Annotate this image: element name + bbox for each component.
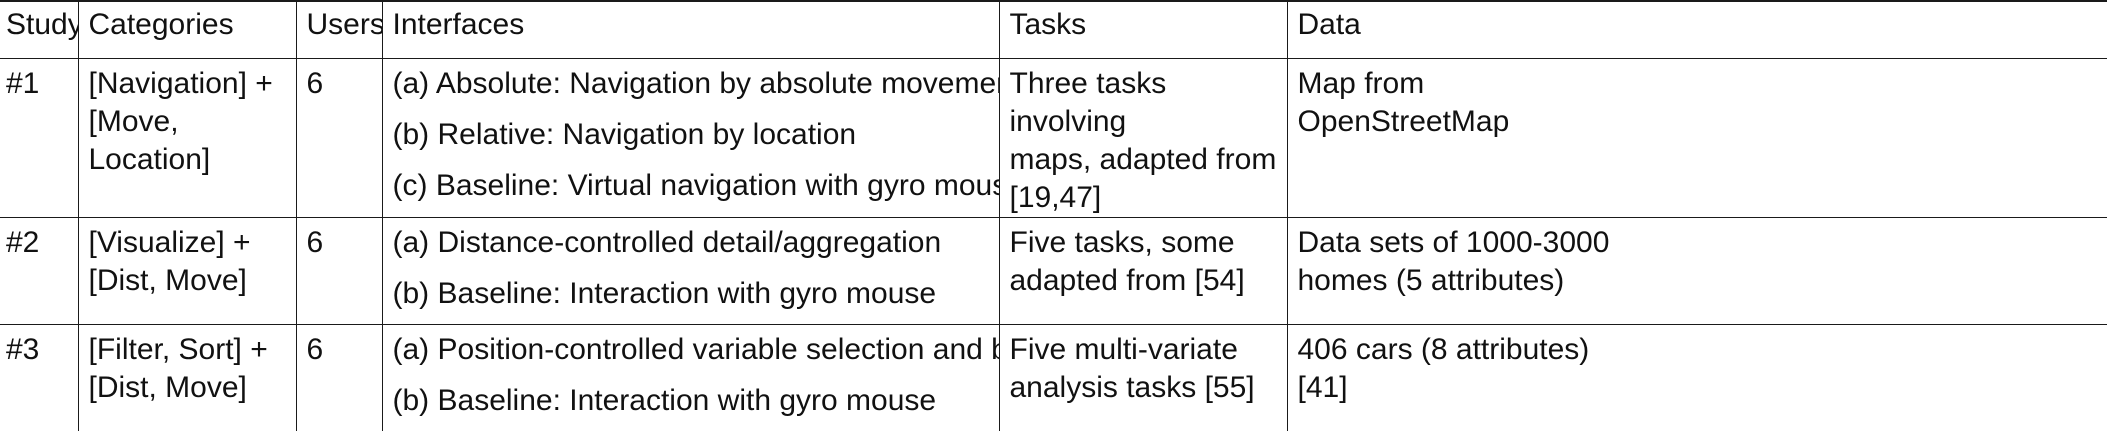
table-row: #2 [Visualize] + [Dist, Move] 6 (a) Dist…: [0, 217, 2107, 325]
tasks-line: [19,47]: [1009, 181, 1102, 214]
interfaces-cell: (a) Absolute: Navigation by absolute mov…: [381, 58, 1000, 218]
users-cell: 6: [295, 217, 383, 325]
categories-line: [Filter, Sort] +: [88, 333, 268, 366]
data-cell: Map from OpenStreetMap: [1286, 58, 2107, 218]
categories-line: [Navigation] +: [88, 67, 273, 100]
interface-item: (b) Baseline: Interaction with gyro mous…: [392, 384, 937, 417]
tasks-cell: Five tasks, some adapted from [54]: [998, 217, 1288, 325]
interfaces-cell: (a) Position-controlled variable selecti…: [381, 324, 1000, 431]
column-header-study: Study: [0, 0, 79, 59]
tasks-line: Five tasks, some: [1009, 226, 1235, 259]
data-line: homes (5 attributes): [1297, 264, 1565, 297]
column-header-data: Data: [1286, 0, 2107, 59]
column-header-categories: Categories: [77, 0, 297, 59]
study-cell: #3: [0, 324, 79, 431]
study-table: Study Categories Users Interfaces Tasks …: [0, 0, 2107, 431]
categories-cell: [Visualize] + [Dist, Move]: [77, 217, 297, 325]
interface-item: (b) Baseline: Interaction with gyro mous…: [392, 277, 937, 310]
data-cell: 406 cars (8 attributes) [41]: [1286, 324, 2107, 431]
tasks-line: maps, adapted from: [1009, 143, 1277, 176]
data-line: OpenStreetMap: [1297, 105, 1510, 138]
interface-item: (c) Baseline: Virtual navigation with gy…: [392, 169, 999, 202]
tasks-line: Three tasks involving: [1009, 67, 1167, 138]
interface-item: (b) Relative: Navigation by location: [392, 118, 857, 151]
data-line: 406 cars (8 attributes): [1297, 333, 1590, 366]
users-cell: 6: [295, 324, 383, 431]
tasks-line: analysis tasks [55]: [1009, 371, 1255, 404]
categories-line: [Visualize] +: [88, 226, 251, 259]
table-row: #3 [Filter, Sort] + [Dist, Move] 6 (a) P…: [0, 324, 2107, 431]
study-cell: #2: [0, 217, 79, 325]
data-line: Map from: [1297, 67, 1425, 100]
categories-line: [Dist, Move]: [88, 264, 247, 297]
column-header-tasks: Tasks: [998, 0, 1288, 59]
interface-item: (a) Absolute: Navigation by absolute mov…: [392, 67, 999, 100]
tasks-cell: Five multi-variate analysis tasks [55]: [998, 324, 1288, 431]
users-cell: 6: [295, 58, 383, 218]
interface-item: (a) Position-controlled variable selecti…: [392, 333, 999, 366]
table-row: #1 [Navigation] + [Move, Location] 6 (a)…: [0, 58, 2107, 218]
column-header-users: Users: [295, 0, 383, 59]
header-row: Study Categories Users Interfaces Tasks …: [0, 0, 2107, 59]
tasks-cell: Three tasks involving maps, adapted from…: [998, 58, 1288, 218]
column-header-interfaces: Interfaces: [381, 0, 1000, 59]
data-line: Data sets of 1000-3000: [1297, 226, 1610, 259]
categories-line: [Dist, Move]: [88, 371, 247, 404]
interfaces-cell: (a) Distance-controlled detail/aggregati…: [381, 217, 1000, 325]
interface-item: (a) Distance-controlled detail/aggregati…: [392, 226, 942, 259]
study-cell: #1: [0, 58, 79, 218]
tasks-line: Five multi-variate: [1009, 333, 1238, 366]
data-line: [41]: [1297, 371, 1348, 404]
categories-cell: [Navigation] + [Move, Location]: [77, 58, 297, 218]
tasks-line: adapted from [54]: [1009, 264, 1245, 297]
categories-line: [Move, Location]: [88, 105, 211, 176]
data-cell: Data sets of 1000-3000 homes (5 attribut…: [1286, 217, 2107, 325]
categories-cell: [Filter, Sort] + [Dist, Move]: [77, 324, 297, 431]
